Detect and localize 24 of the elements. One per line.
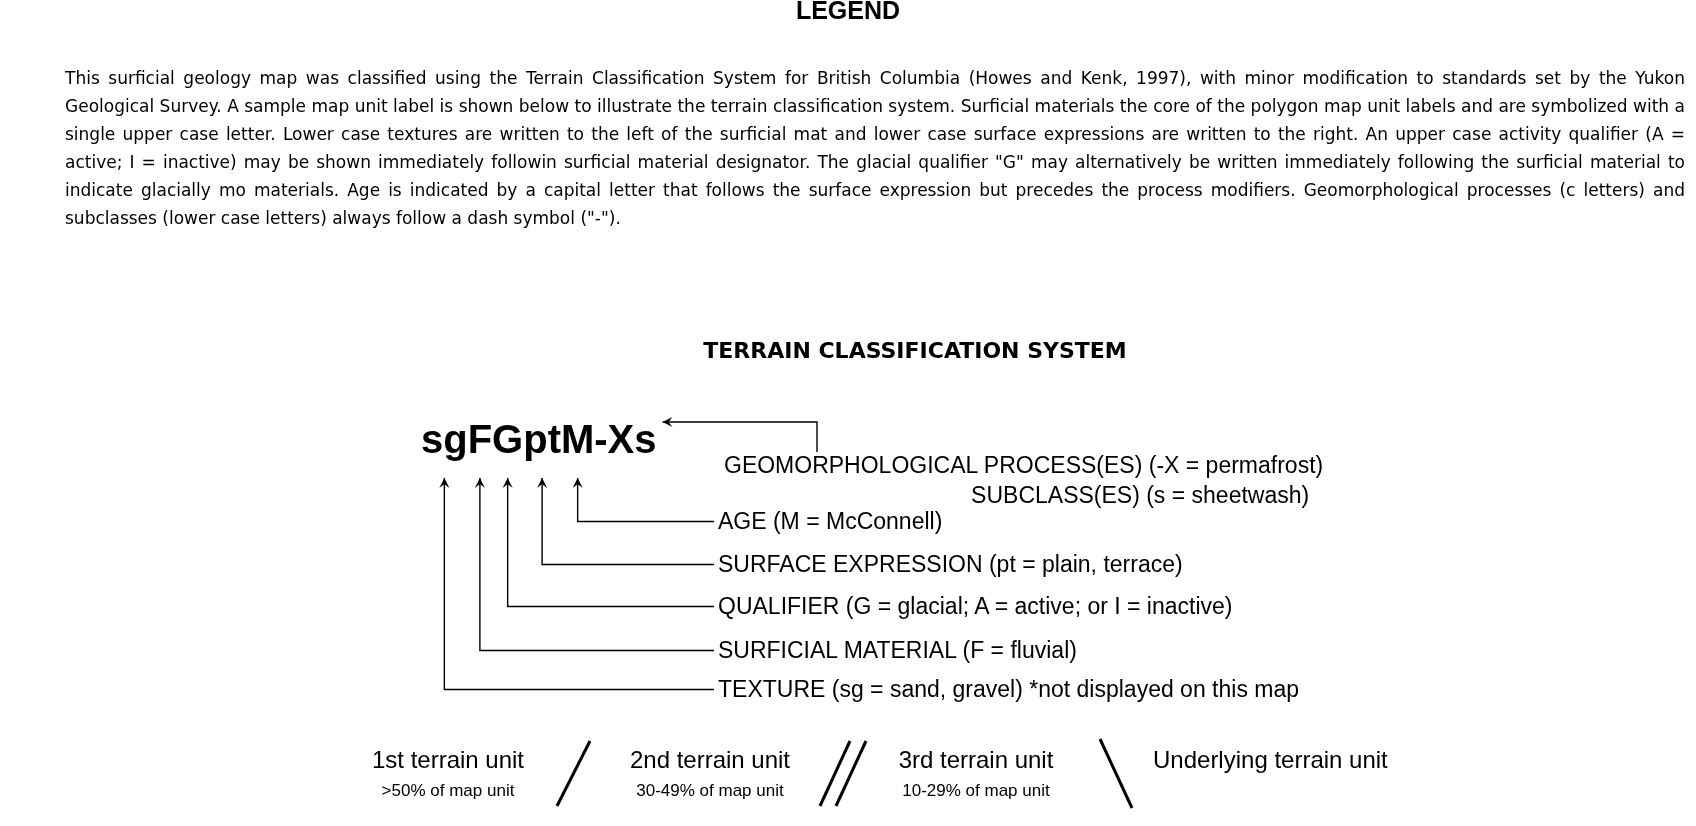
leader-arrow — [502, 477, 715, 608]
qualifier-description: QUALIFIER (G = glacial; A = active; or I = inactive) — [718, 593, 1233, 620]
unit-name: 1st terrain unit — [370, 746, 526, 774]
intro-paragraph: This surficial geology map was classified using the Terrain Classification System for British Columbia (Howes and Kenk, 1997), with minor modification to standards set by the Yukon Geological Survey. A sample map unit label is shown below to illustrate the terrain classification system. Surficial materials the core of the polygon map unit labels and are symbolized with a single upper case letter. Lower case textures are written to the left of the surficial mat and lower case surface expressions are written to the right. An upper case activity qualifier (A = active; I = inactive) may be shown immediately followin surficial material designator. The glacial qualifier "G" may alternatively be written immediately following the surficial material to indicate glacially mo materials. Age is indicated by a capital letter that follows the surface expression but precedes the process modifiers. Geomorphological processes (c letters) and subclasses (lower case letters) always follow a dash symbol ("-"). — [65, 67, 1685, 230]
texture-description: TEXTURE (sg = sand, gravel) *not displayed on this map — [718, 676, 1300, 703]
sample-map-label: sgFGptM-Xs — [421, 418, 657, 476]
subclass-description: SUBCLASS(ES) (s = sheetwash) — [970, 481, 1311, 510]
unit-percent: 30-49% of map unit — [635, 781, 785, 801]
leader-arrow — [474, 477, 715, 652]
leader-arrow — [537, 477, 715, 566]
section-heading: TERRAIN CLASSIFICATION SYSTEM — [702, 338, 1128, 363]
unit-name: 3rd terrain unit — [897, 746, 1055, 774]
leader-arrow — [439, 477, 715, 691]
unit-name: Underlying terrain unit — [1153, 746, 1388, 774]
legend-title: LEGEND — [794, 0, 902, 25]
unit-percent: >50% of map unit — [380, 781, 516, 801]
age-description: AGE (M = McConnell) — [718, 508, 943, 535]
unit-name: 2nd terrain unit — [628, 746, 792, 774]
leader-arrow — [572, 477, 715, 523]
surficial-material-description: SURFICIAL MATERIAL (F = fluvial) — [718, 637, 1077, 664]
unit-percent: 10-29% of map unit — [901, 781, 1051, 801]
process-description: GEOMORPHOLOGICAL PROCESS(ES) (-X = permafrost) — [724, 451, 1324, 480]
surface-expression-description: SURFACE EXPRESSION (pt = plain, terrace) — [718, 551, 1183, 578]
leader-arrow — [661, 417, 818, 453]
